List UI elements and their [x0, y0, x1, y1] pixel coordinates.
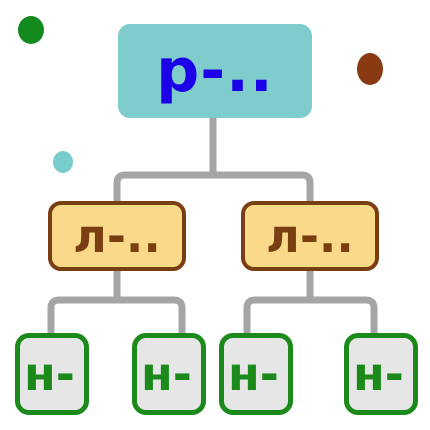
connector-right-mid-to-leaves: [243, 271, 378, 333]
leaf-node-3: н-: [219, 333, 293, 415]
decorative-dot-teal: [53, 151, 73, 173]
mid-node-left: л-..: [48, 201, 186, 271]
decorative-dot-green: [18, 16, 44, 44]
root-node: р-..: [118, 24, 312, 118]
leaf-node-1: н-: [15, 333, 89, 415]
decorative-dot-brown: [357, 53, 383, 85]
mid-node-right: л-..: [241, 201, 379, 271]
connector-root-to-mid: [113, 118, 314, 201]
connector-left-mid-to-leaves: [47, 271, 186, 333]
leaf-node-2: н-: [132, 333, 206, 415]
leaf-node-4: н-: [344, 333, 418, 415]
